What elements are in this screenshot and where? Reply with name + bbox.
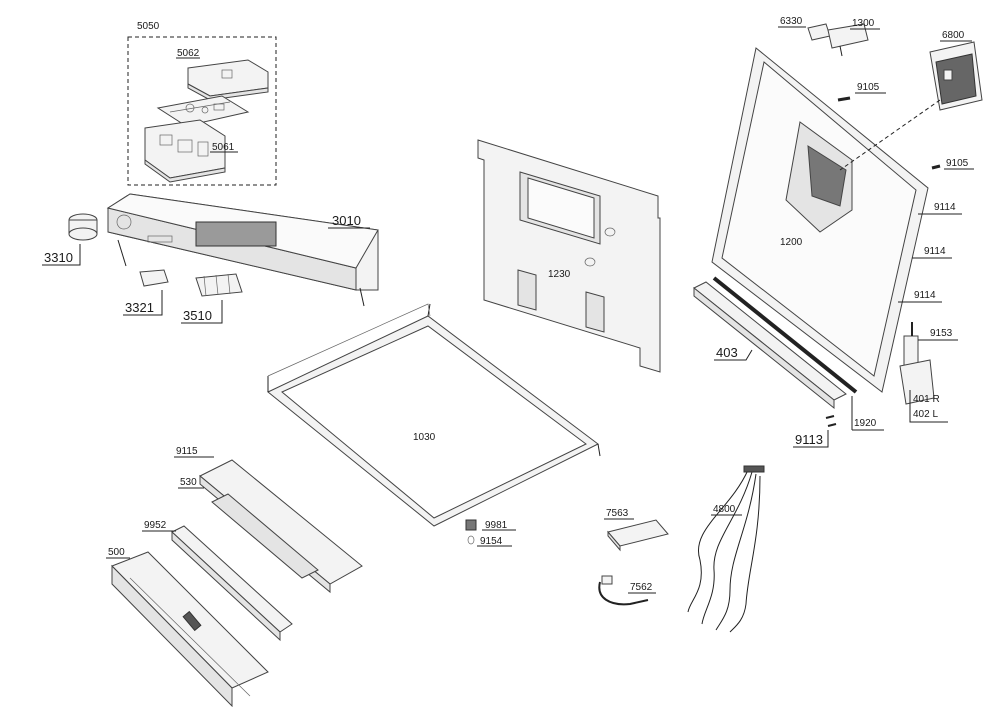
- label-9114-c: 9114: [914, 290, 936, 301]
- bracket-rail-530: [199, 459, 363, 594]
- label-3510: 3510: [183, 308, 212, 323]
- label-1920: 1920: [854, 418, 877, 429]
- label-1030: 1030: [413, 432, 436, 443]
- control-module-cover-5062: [187, 59, 269, 101]
- label-9952: 9952: [144, 520, 167, 531]
- label-9981: 9981: [485, 520, 508, 531]
- label-9154: 9154: [480, 536, 503, 547]
- sensor-7562: [598, 575, 649, 606]
- seal-1920: [712, 276, 858, 394]
- screw-9113: [825, 415, 837, 427]
- clips-3510: [195, 273, 243, 297]
- label-9105-b: 9105: [946, 158, 969, 169]
- label-5061: 5061: [212, 142, 235, 153]
- label-9114-b: 9114: [924, 246, 946, 257]
- control-panel-3010: [106, 193, 379, 307]
- label-401: 401 R: [913, 394, 940, 405]
- strip-9952: [171, 525, 293, 642]
- label-500: 500: [108, 547, 125, 558]
- label-1300: 1300: [852, 18, 875, 29]
- insulation-panel-1230: [477, 139, 661, 373]
- label-3310: 3310: [44, 250, 73, 265]
- wire-harness-4800: [687, 465, 765, 633]
- label-9153: 9153: [930, 328, 953, 339]
- label-4800: 4800: [713, 504, 736, 515]
- label-3321: 3321: [125, 300, 154, 315]
- pad-9981-icon: [465, 519, 477, 531]
- screw-9105-b-icon: [931, 164, 941, 170]
- frame-1030: [267, 303, 601, 527]
- door-panel-1200: [711, 47, 929, 393]
- label-9115: 9115: [176, 446, 198, 457]
- label-5062: 5062: [177, 48, 200, 59]
- label-7562: 7562: [630, 582, 653, 593]
- control-module-housing-5061: [144, 119, 226, 183]
- label-5050: 5050: [137, 21, 160, 32]
- control-module-board: [156, 95, 250, 127]
- screw-9154-icon: [467, 535, 475, 545]
- dispenser-6800: [929, 41, 983, 111]
- lock-6330-1300: [807, 23, 869, 57]
- label-9114-a: 9114: [934, 202, 956, 213]
- hinge-401-402: [899, 322, 935, 405]
- rail-403: [693, 281, 847, 410]
- label-7563: 7563: [606, 508, 629, 519]
- label-403: 403: [716, 345, 738, 360]
- label-9105-a: 9105: [857, 82, 880, 93]
- knob-3310: [68, 213, 98, 241]
- base-500: [111, 551, 269, 707]
- dispenser-assembly-line: [839, 99, 941, 171]
- label-9113: 9113: [795, 432, 823, 447]
- label-402: 402 L: [913, 409, 938, 420]
- label-530: 530: [180, 477, 197, 488]
- label-1230: 1230: [548, 269, 571, 280]
- button-3321: [139, 269, 169, 287]
- label-6800: 6800: [942, 30, 965, 41]
- module-7563: [607, 519, 669, 552]
- control-module-group-box: [127, 36, 277, 186]
- screw-9105-a-icon: [837, 96, 851, 102]
- label-6330: 6330: [780, 16, 803, 27]
- label-1200: 1200: [780, 237, 803, 248]
- label-3010: 3010: [332, 213, 361, 228]
